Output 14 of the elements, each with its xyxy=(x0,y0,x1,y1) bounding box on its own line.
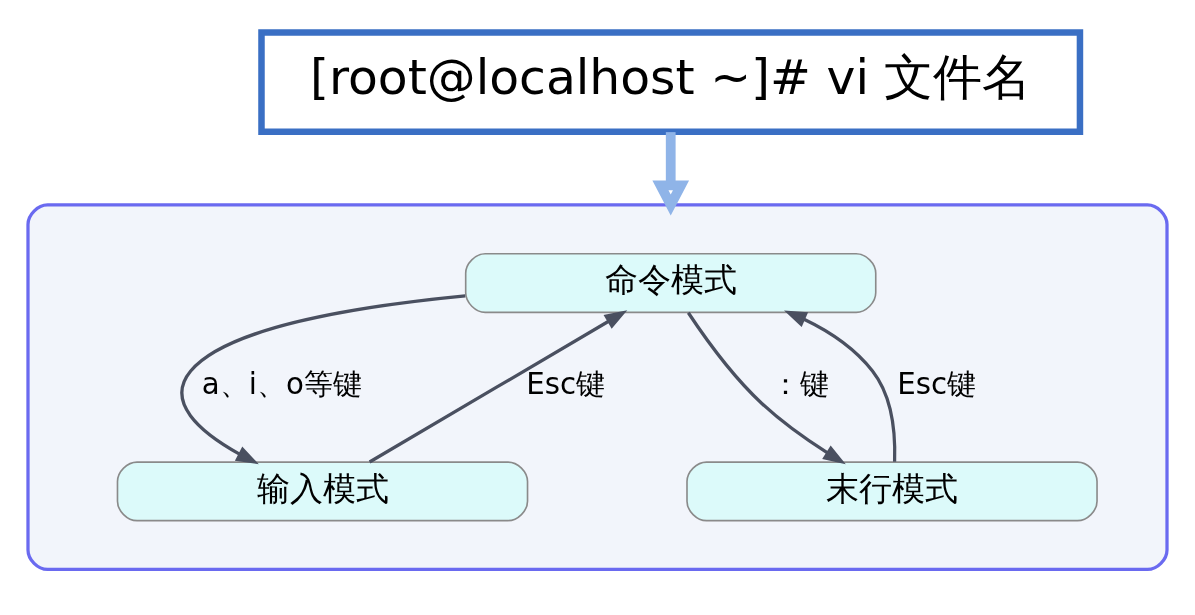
node-box: 命令模式 xyxy=(464,253,877,314)
arrow xyxy=(368,310,628,464)
arrow xyxy=(686,311,846,465)
cluster xyxy=(26,203,1169,572)
arrow xyxy=(180,294,466,465)
node-box: 末行模式 xyxy=(686,461,1098,522)
edge-label: a、i、o等键 xyxy=(201,367,362,402)
edge-label: Esc键 xyxy=(526,367,606,402)
edge-label: ：键 xyxy=(771,367,830,402)
node-box: 输入模式 xyxy=(116,461,529,522)
node-box: [root@localhost ~]# vi 文件名 xyxy=(258,29,1084,136)
arrow xyxy=(784,310,897,462)
edge-label: Esc键 xyxy=(897,367,977,402)
arrow xyxy=(652,132,690,216)
